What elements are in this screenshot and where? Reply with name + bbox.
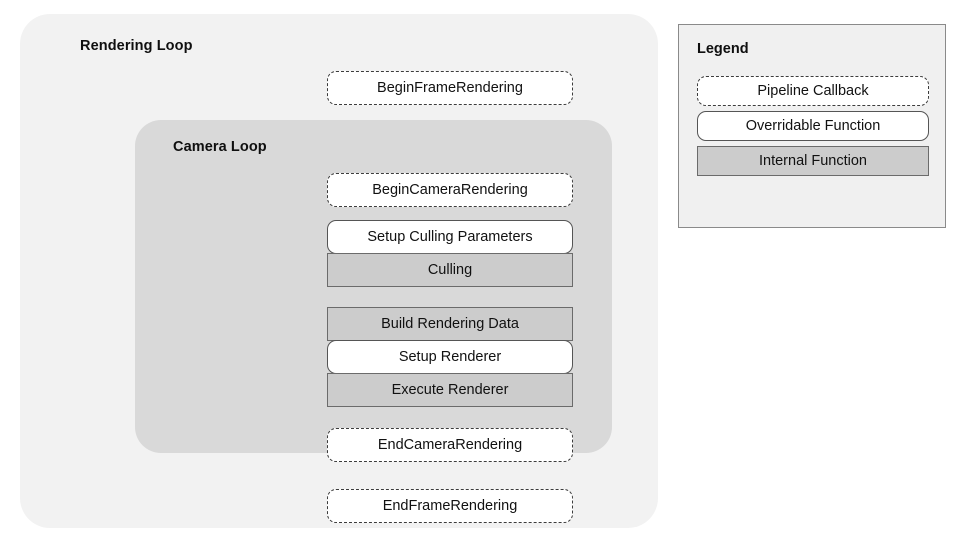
node-culling[interactable]: Culling <box>327 253 573 287</box>
node-begin-camera-rendering[interactable]: BeginCameraRendering <box>327 173 573 207</box>
node-end-frame-rendering[interactable]: EndFrameRendering <box>327 489 573 523</box>
node-begin-frame-rendering[interactable]: BeginFrameRendering <box>327 71 573 105</box>
legend-item-internal-function: Internal Function <box>697 146 929 176</box>
legend-item-overridable-function: Overridable Function <box>697 111 929 141</box>
legend-item-pipeline-callback: Pipeline Callback <box>697 76 929 106</box>
legend-title: Legend <box>697 41 749 57</box>
legend-panel: Legend Pipeline Callback Overridable Fun… <box>678 24 946 228</box>
camera-loop-title: Camera Loop <box>173 139 267 155</box>
node-end-camera-rendering[interactable]: EndCameraRendering <box>327 428 573 462</box>
node-build-rendering-data[interactable]: Build Rendering Data <box>327 307 573 341</box>
node-setup-renderer[interactable]: Setup Renderer <box>327 340 573 374</box>
node-setup-culling-parameters[interactable]: Setup Culling Parameters <box>327 220 573 254</box>
rendering-loop-title: Rendering Loop <box>80 38 193 54</box>
node-execute-renderer[interactable]: Execute Renderer <box>327 373 573 407</box>
